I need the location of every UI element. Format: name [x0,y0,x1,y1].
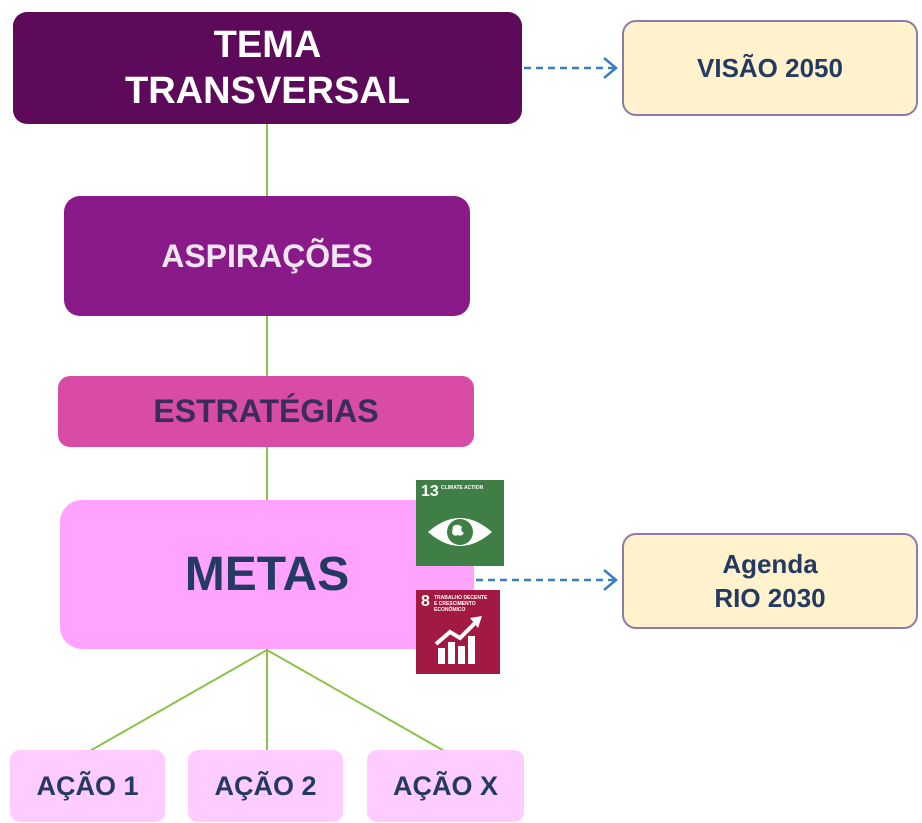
sdg-8-number: 8 [421,593,430,610]
tema-transversal-box: TEMA TRANSVERSAL [13,12,522,124]
sdg-13-climate-action-icon: 13 CLIMATE ACTION [416,480,504,566]
tema-line1: TEMA [213,24,322,66]
growth-chart-icon [434,616,482,664]
metas-box: METAS [60,500,474,649]
visao-label: VISÃO 2050 [697,52,843,83]
branch-connector-acao1 [87,649,268,753]
sdg-8-decent-work-icon: 8 TRABALHO DECENTE E CRESCIMENTO ECONÔMI… [416,590,500,674]
agenda-line1: Agenda [722,549,818,579]
arrowhead-agenda [603,569,618,591]
arrowhead-visao [603,57,618,79]
acao-2-box: AÇÃO 2 [188,750,343,822]
sdg-13-number: 13 [421,483,439,500]
eye-globe-icon [428,518,492,546]
branch-connector-acaoX [266,649,447,753]
visao-2050-box: VISÃO 2050 [622,20,918,116]
estrategias-box: ESTRATÉGIAS [58,376,474,447]
agenda-rio-2030-box: Agenda RIO 2030 [622,533,918,629]
acao-1-label: AÇÃO 1 [36,770,139,801]
estrategias-label: ESTRATÉGIAS [153,393,379,429]
aspiracoes-box: ASPIRAÇÕES [64,196,470,316]
acao-x-box: AÇÃO X [367,750,524,822]
aspiracoes-label: ASPIRAÇÕES [161,237,373,274]
sdg-8-label: TRABALHO DECENTE E CRESCIMENTO ECONÔMICO [434,595,488,613]
metas-label: METAS [184,548,350,601]
acao-2-label: AÇÃO 2 [214,770,317,801]
tema-line2: TRANSVERSAL [124,70,411,112]
agenda-line2: RIO 2030 [714,583,826,613]
sdg-13-label: CLIMATE ACTION [441,485,484,491]
acao-x-label: AÇÃO X [392,770,498,801]
acao-1-box: AÇÃO 1 [10,750,165,822]
